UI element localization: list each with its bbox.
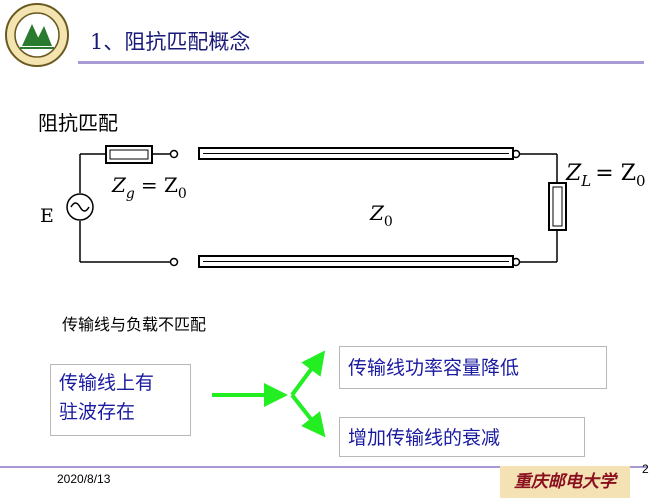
footer-brand-text: 重庆邮电大学 [514, 472, 616, 492]
terminal-left-top [169, 149, 179, 159]
line-impedance-label: Z0 [369, 201, 393, 230]
effect-box-power: 传输线功率容量降低 [339, 346, 607, 389]
header-divider [78, 61, 644, 64]
footer-divider [0, 466, 648, 468]
source-resistor [105, 145, 153, 164]
arrow-up [290, 350, 326, 397]
circuit-diagram: E Zg= Z0 Z0 ZL= Z0 [40, 145, 646, 268]
university-logo [5, 3, 69, 67]
source-label: E [40, 205, 54, 227]
terminal-left-bottom [169, 257, 179, 267]
load-impedance-label: ZL= Z0 [565, 161, 646, 190]
arrow-down [290, 393, 326, 438]
cause-line-1: 传输线上有 [59, 372, 155, 394]
slide-title: 1、阻抗匹配概念 [90, 30, 251, 54]
section-title: 阻抗匹配 [38, 111, 118, 135]
cause-line-2: 驻波存在 [59, 401, 136, 423]
cause-box: 传输线上有 驻波存在 [50, 364, 191, 436]
page-number: 2 [642, 462, 649, 476]
flow-arrows [212, 350, 326, 438]
effect-box-attenuation: 增加传输线的衰减 [339, 417, 585, 457]
footer-brand-logo: 重庆邮电大学 [500, 466, 630, 498]
mismatch-subtitle: 传输线与负载不匹配 [62, 315, 207, 334]
source-impedance-label: Zg= Z0 [111, 173, 187, 202]
slide-date: 2020/8/13 [57, 472, 111, 486]
load-resistor [548, 182, 567, 231]
